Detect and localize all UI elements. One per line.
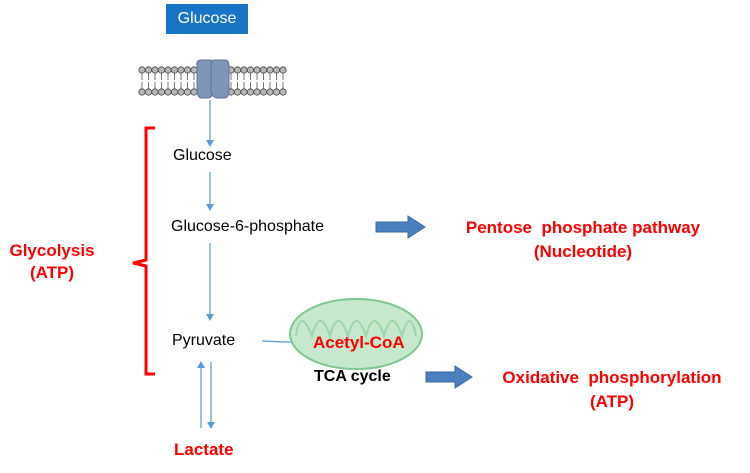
block-arrow-to-oxphos: [425, 365, 473, 389]
glucose-extracellular-box: Glucose: [166, 4, 248, 34]
pyruvate-label: Pyruvate: [172, 332, 236, 349]
lactate-label: Lactate: [174, 440, 234, 459]
lipid-bilayer-icon: [138, 66, 287, 96]
glycolysis-line1: Glycolysis: [9, 241, 95, 260]
ppp-label: Pentose phosphate pathway (Nucleotide): [447, 219, 719, 260]
block-arrow-to-ppp: [375, 215, 426, 239]
glycolysis-label: Glycolysis (ATP): [4, 242, 100, 281]
glucose-label: Glucose: [173, 147, 232, 164]
glycolysis-line2: (ATP): [29, 263, 75, 282]
g6p-label: Glucose-6-phosphate: [171, 218, 324, 235]
glycolysis-bracket: [132, 126, 155, 376]
oxphos-line2: (ATP): [589, 392, 635, 411]
oxphos-line1: Oxidative phosphorylation: [502, 368, 722, 387]
oxphos-label: Oxidative phosphorylation (ATP): [484, 369, 740, 410]
ppp-line1: Pentose phosphate pathway: [465, 218, 701, 237]
glucose-extracellular-label: Glucose: [177, 10, 237, 27]
glucose-transporter-icon: [196, 59, 230, 99]
tca-cycle-label: TCA cycle: [314, 368, 391, 385]
mitochondrion-icon: [289, 298, 423, 370]
acetyl-coa-label: Acetyl-CoA: [313, 333, 405, 352]
ppp-line2: (Nucleotide): [533, 242, 633, 261]
